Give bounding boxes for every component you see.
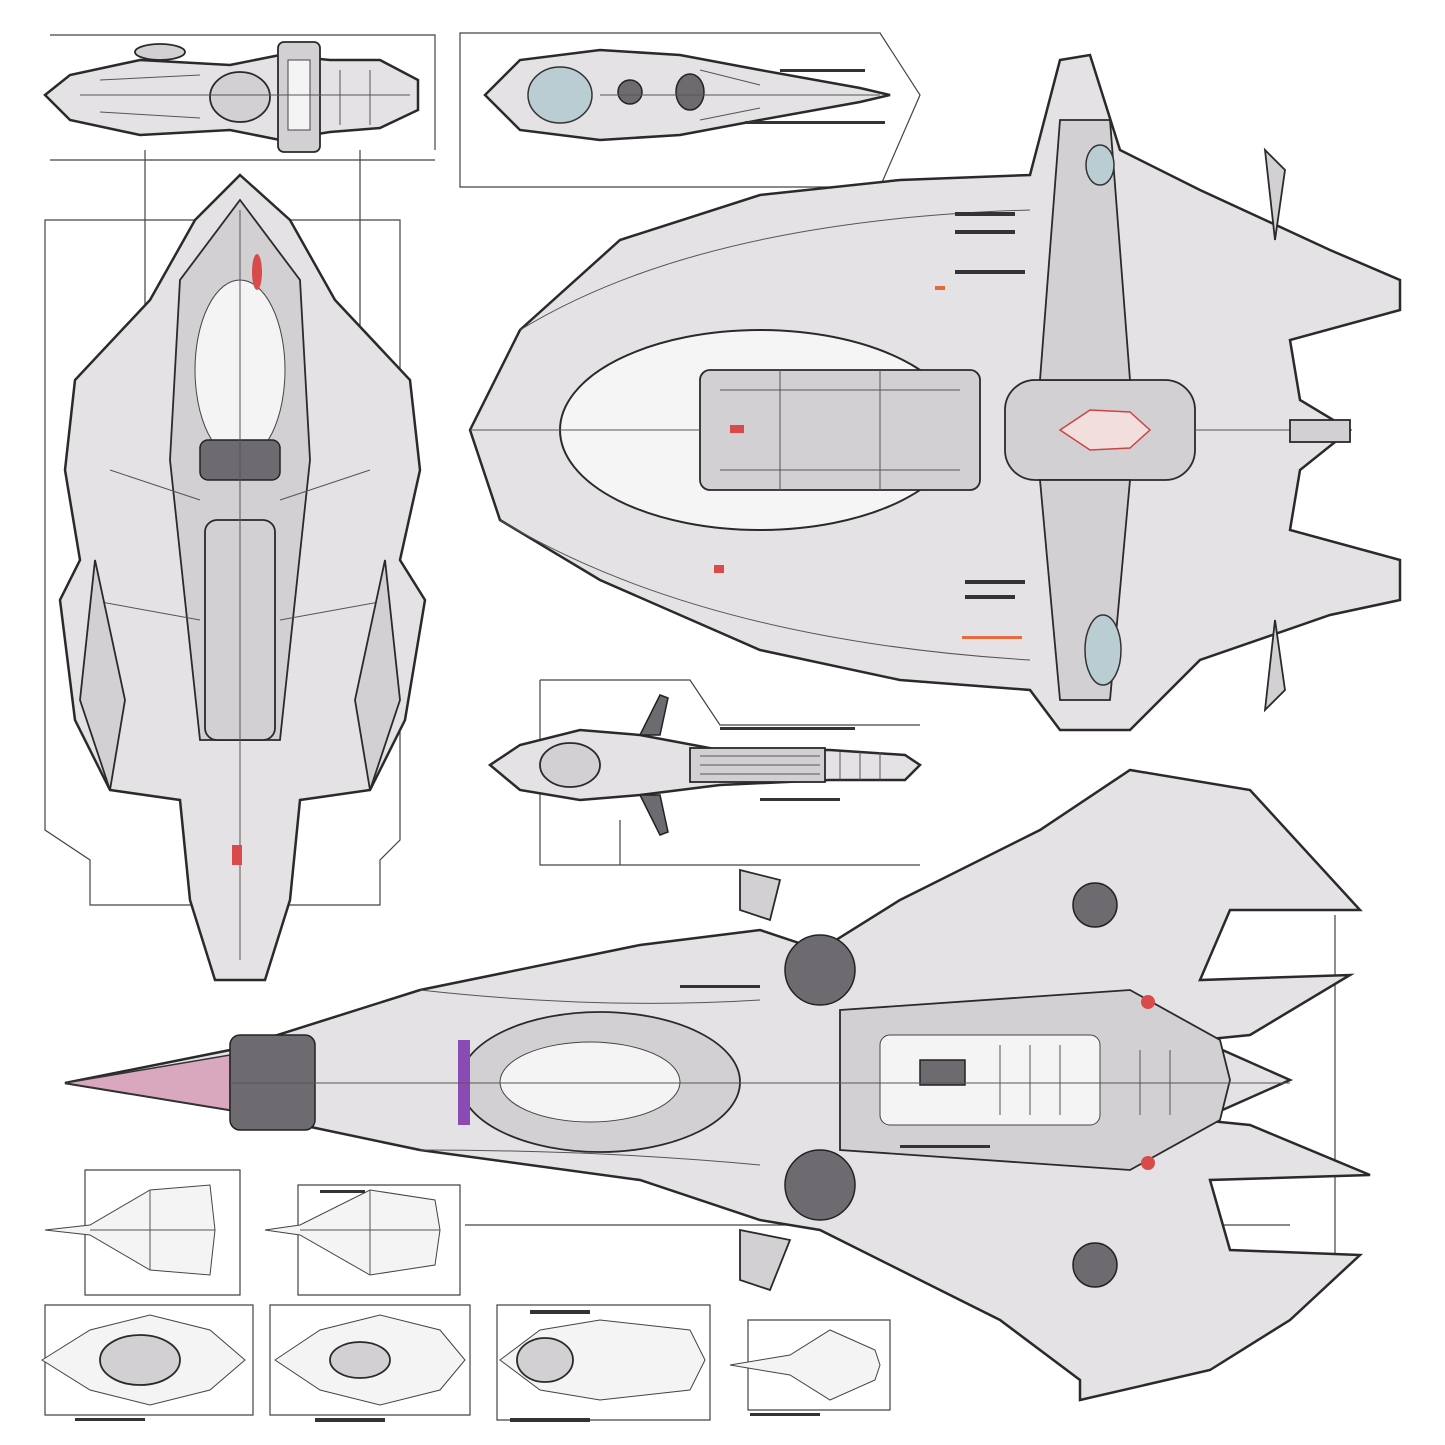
thumbnail-6 xyxy=(729,1319,891,1416)
top-view-left xyxy=(44,173,427,982)
top-view-main xyxy=(468,53,1402,732)
top-view-bottom xyxy=(64,768,1371,1402)
side-view-top-center xyxy=(459,32,921,188)
thumbnail-2 xyxy=(264,1184,461,1296)
thumbnail-1 xyxy=(44,1169,241,1296)
thumbnail-4 xyxy=(269,1304,471,1422)
side-view-middle xyxy=(487,679,922,866)
thumbnail-5 xyxy=(496,1304,711,1422)
side-view-top-left xyxy=(43,34,436,430)
thumbnail-3 xyxy=(41,1304,254,1421)
